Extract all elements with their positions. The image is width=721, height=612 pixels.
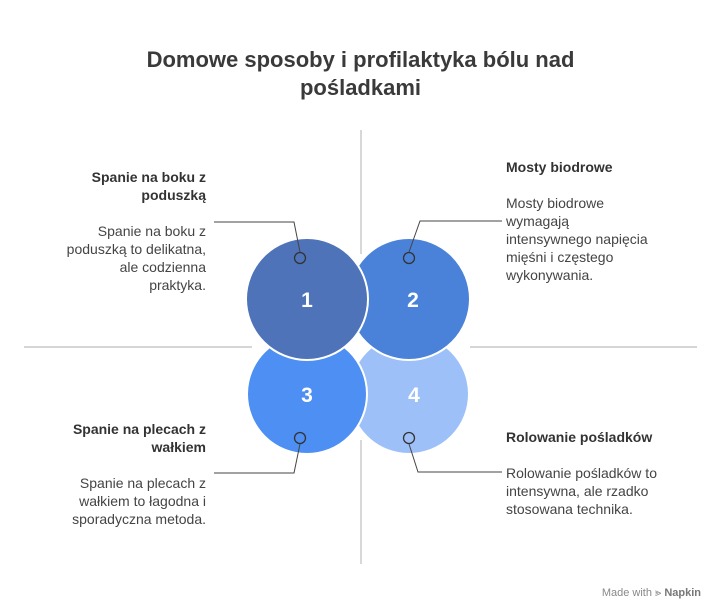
footer-made-with: Made with (601, 587, 652, 599)
item-2-desc-line: Mosty biodrowe (506, 195, 605, 211)
item-4-heading-line-1: Rolowanie pośladków (506, 429, 653, 445)
item-3-desc-line: Spanie na plecach z (79, 475, 206, 491)
connector-3 (214, 443, 301, 474)
napkin-logo-icon: ⪢ (655, 587, 662, 599)
circle-4-number: 4 (408, 384, 420, 407)
connector-dot-2 (402, 251, 416, 265)
connector-dot-4 (402, 431, 416, 445)
connector-4 (408, 443, 502, 473)
item-1-heading-line-1: Spanie na boku z (91, 169, 206, 185)
item-2-desc-line: mięśni i częstego (506, 249, 614, 265)
connector-dot-3 (293, 431, 307, 445)
item-3-description: Spanie na plecach z wałkiem to łagodna i… (60, 474, 206, 528)
item-2-text: Mosty biodrowe Mosty biodrowe wymagają i… (506, 158, 686, 284)
item-2-heading: Mosty biodrowe (506, 158, 686, 176)
item-3-heading-line-2: wałkiem (151, 439, 206, 455)
item-3-heading-line-1: Spanie na plecach z (72, 421, 206, 437)
item-4-desc-line: intensywna, ale rzadko (506, 483, 649, 499)
item-3-heading: Spanie na plecach z wałkiem (60, 420, 206, 456)
item-4-heading: Rolowanie pośladków (506, 428, 696, 446)
circle-group-2: 2 (347, 237, 471, 361)
title-line-1: Domowe sposoby i profilaktyka bólu nad (146, 47, 575, 72)
item-3-desc-line: sporadyczna metoda. (72, 511, 206, 527)
item-3-desc-line: wałkiem to łagodna i (79, 493, 206, 509)
circle-1-number: 1 (301, 289, 313, 312)
circle-group-3: 3 (246, 333, 368, 455)
item-1-heading: Spanie na boku z poduszką (60, 168, 206, 204)
circle-group-1: 1 (245, 237, 369, 361)
circle-1 (245, 237, 369, 361)
footer-credit: Made with ⪢ Napkin (602, 587, 701, 600)
item-1-description: Spanie na boku z poduszką to delikatna, … (60, 222, 206, 294)
connector-2 (408, 220, 502, 253)
page-title: Domowe sposoby i profilaktyka bólu nad p… (60, 46, 661, 102)
item-2-description: Mosty biodrowe wymagają intensywnego nap… (506, 194, 686, 284)
item-3-text: Spanie na plecach z wałkiem Spanie na pl… (60, 420, 206, 528)
connector-dot-1 (293, 251, 307, 265)
item-1-text: Spanie na boku z poduszką Spanie na boku… (60, 168, 206, 294)
item-2-desc-line: intensywnego napięcia (506, 231, 648, 247)
item-4-desc-line: Rolowanie pośladków to (506, 465, 657, 481)
item-2-heading-line-1: Mosty biodrowe (506, 159, 613, 175)
item-1-desc-line: ale codzienna praktyka. (119, 259, 206, 293)
item-4-text: Rolowanie pośladków Rolowanie pośladków … (506, 428, 696, 518)
item-1-desc-line: Spanie na boku z (97, 223, 206, 239)
connector-1 (214, 221, 301, 253)
item-1-heading-line-2: poduszką (141, 187, 206, 203)
item-2-desc-line: wymagają (506, 213, 570, 229)
item-4-description: Rolowanie pośladków to intensywna, ale r… (506, 464, 696, 518)
footer-brand: Napkin (664, 587, 701, 599)
item-4-desc-line: stosowana technika. (506, 501, 633, 517)
item-2-desc-line: wykonywania. (506, 267, 594, 283)
circle-2-number: 2 (407, 289, 419, 312)
circle-3-number: 3 (301, 384, 313, 407)
item-1-desc-line: poduszką to delikatna, (66, 241, 206, 257)
title-line-2: pośladkami (299, 75, 422, 100)
